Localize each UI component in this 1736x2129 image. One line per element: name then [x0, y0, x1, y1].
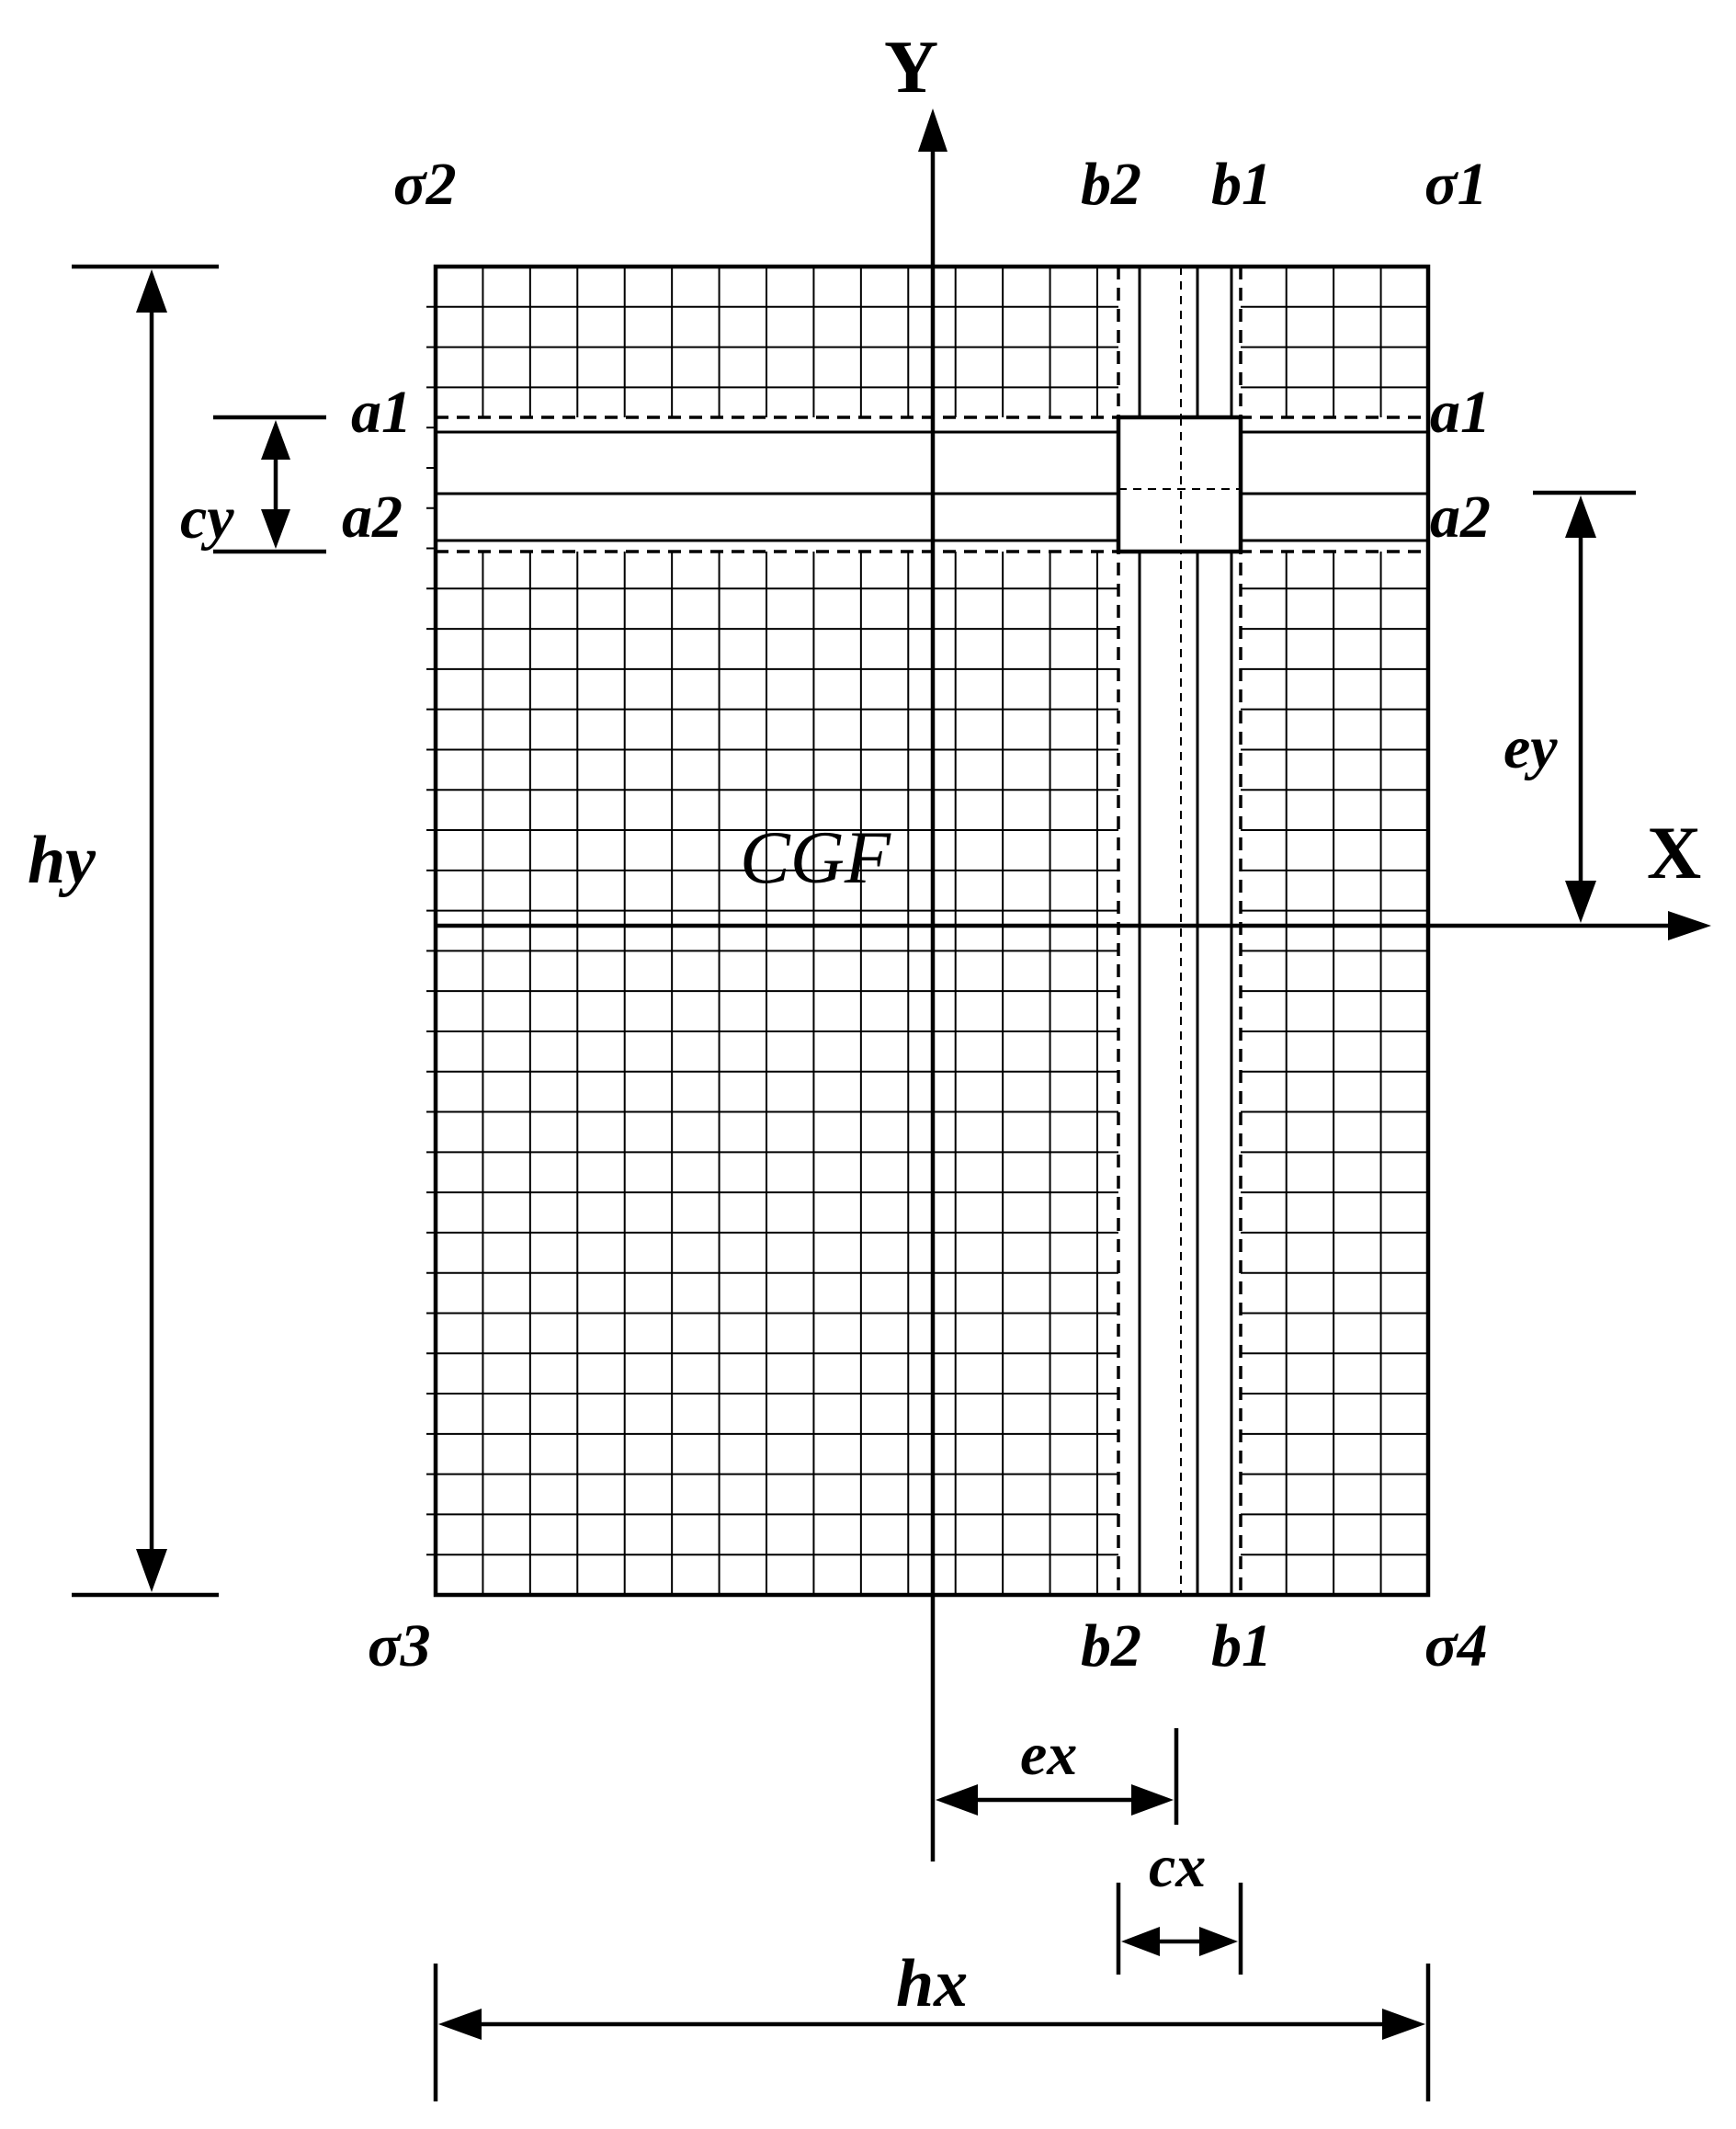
y-axis-label: Y — [884, 25, 938, 108]
cx-label: cx — [1149, 1833, 1206, 1900]
cy-label: cy — [180, 484, 234, 552]
sigma4-label: σ4 — [1424, 1612, 1488, 1679]
load-patch — [1116, 415, 1243, 554]
ey-label: ey — [1503, 714, 1558, 781]
b2-bottom-label: b2 — [1081, 1612, 1141, 1679]
b2-top-label: b2 — [1081, 151, 1141, 218]
ex-dimension — [936, 1728, 1179, 1825]
hx-label: hx — [896, 1946, 968, 2021]
x-axis-arrowhead — [1668, 911, 1711, 940]
a2-left-label: a2 — [342, 484, 403, 551]
cy-dimension — [213, 415, 326, 554]
x-axis-label: X — [1647, 811, 1701, 894]
ey-dimension — [1533, 490, 1636, 923]
sigma2-label: σ2 — [393, 151, 457, 218]
a1-left-label: a1 — [351, 379, 412, 446]
sigma3-label: σ3 — [368, 1612, 431, 1679]
b1-top-label: b1 — [1211, 151, 1272, 218]
ex-label: ex — [1020, 1721, 1077, 1788]
hy-dimension — [72, 264, 219, 1598]
sigma1-label: σ1 — [1424, 151, 1488, 218]
load-patch-fill — [1118, 417, 1241, 552]
a1-right-label: a1 — [1430, 379, 1491, 446]
cgf-label: CGF — [740, 815, 891, 899]
b1-bottom-label: b1 — [1211, 1612, 1272, 1679]
a2-right-label: a2 — [1430, 484, 1491, 551]
hy-label: hy — [28, 823, 96, 898]
hx-dimension — [433, 1964, 1431, 2101]
cx-dimension — [1116, 1883, 1243, 1975]
y-axis-arrowhead — [918, 108, 947, 152]
